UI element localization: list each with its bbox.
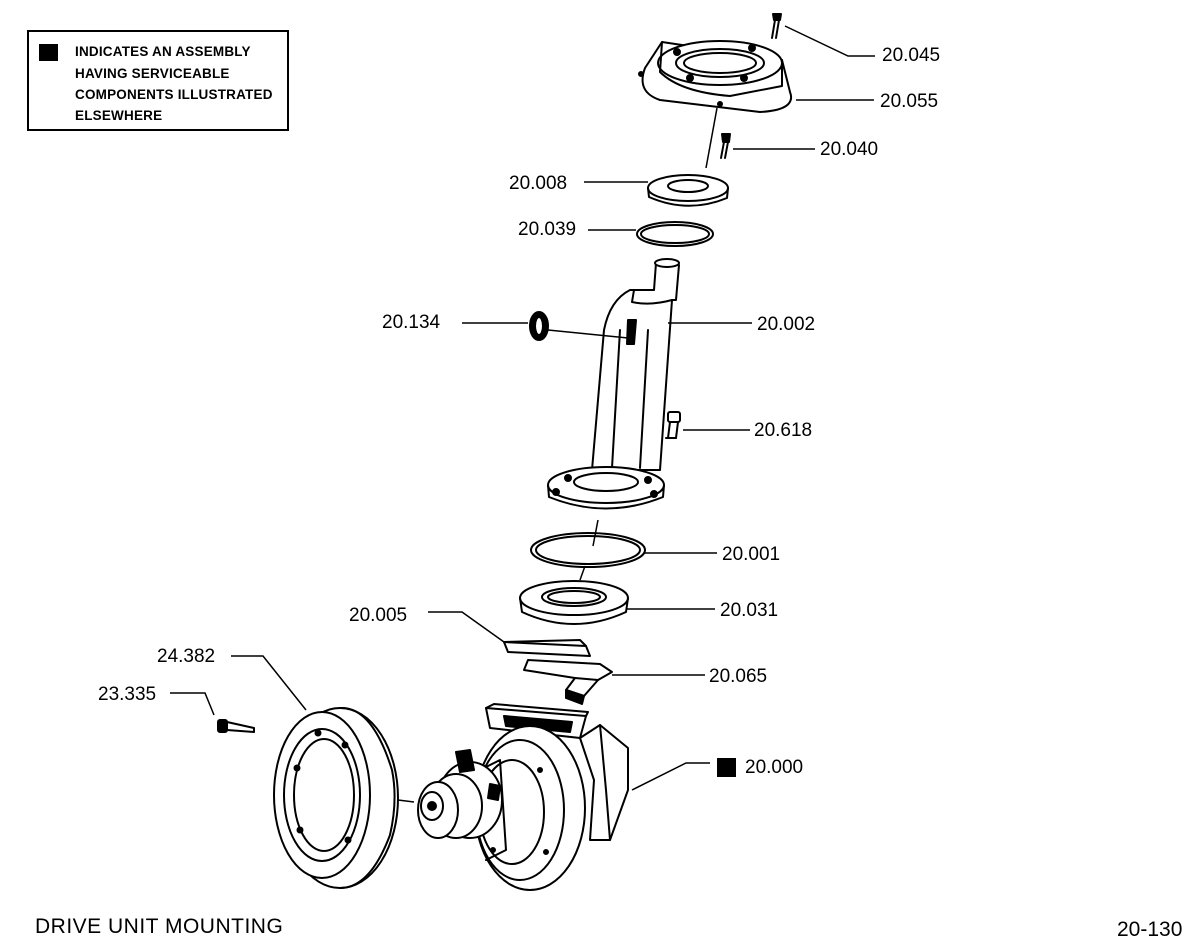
legend-line-1: INDICATES AN ASSEMBLY: [75, 44, 251, 59]
assembly-marker-icon: [717, 758, 736, 777]
callout-20-031: 20.031: [720, 600, 779, 621]
legend-line-3: COMPONENTS ILLUSTRATED: [75, 87, 273, 102]
axis-line-wheel: [397, 799, 415, 803]
screw-part: [771, 13, 782, 39]
legend-box: INDICATES AN ASSEMBLY HAVING SERVICEABLE…: [27, 30, 289, 131]
mounting-plate-part: [638, 40, 793, 113]
leader-23-335: [170, 692, 215, 716]
callout-20-618: 20.618: [754, 420, 813, 441]
leader-20-005: [428, 611, 505, 643]
callout-20-065: 20.065: [709, 666, 768, 687]
o-ring-small-part: [636, 221, 714, 247]
callout-24-382: 24.382: [157, 646, 216, 667]
bearing-ring-part: [519, 580, 629, 625]
leader-20-134-b: [547, 329, 629, 339]
wheel-screw-part: [217, 719, 255, 733]
callout-20-008: 20.008: [509, 173, 568, 194]
page-title: DRIVE UNIT MOUNTING: [35, 915, 284, 938]
page-number: 20-130: [1117, 918, 1183, 941]
leader-20-045: [784, 25, 875, 57]
shaft-part: [547, 258, 680, 510]
plug-part: [529, 311, 549, 341]
assembly-marker-icon: [39, 44, 58, 61]
callout-20-055: 20.055: [880, 91, 939, 112]
bolt-part: [665, 411, 681, 439]
legend-line-2: HAVING SERVICEABLE: [75, 66, 230, 81]
callout-20-134: 20.134: [382, 312, 441, 333]
callout-20-001: 20.001: [722, 544, 781, 565]
callout-20-000: 20.000: [745, 757, 804, 778]
leader-24-382: [231, 655, 307, 711]
callout-20-005: 20.005: [349, 605, 408, 626]
callout-20-039: 20.039: [518, 219, 577, 240]
shim-part: [503, 639, 591, 657]
pin-part: [720, 133, 731, 159]
axis-line-upper: [705, 107, 718, 169]
callout-20-045: 20.045: [882, 45, 941, 66]
callout-20-040: 20.040: [820, 139, 879, 160]
o-ring-large-part: [530, 532, 646, 568]
bushing-part: [647, 174, 729, 207]
bracket-part: [523, 659, 613, 705]
drive-unit-assembly-part: [417, 703, 629, 891]
wheel-part: [273, 706, 399, 889]
callout-23-335: 23.335: [98, 684, 157, 705]
leader-20-000: [631, 762, 710, 791]
axis-line-lower: [579, 519, 599, 581]
legend-line-4: ELSEWHERE: [75, 108, 163, 123]
callout-20-002: 20.002: [757, 314, 816, 335]
